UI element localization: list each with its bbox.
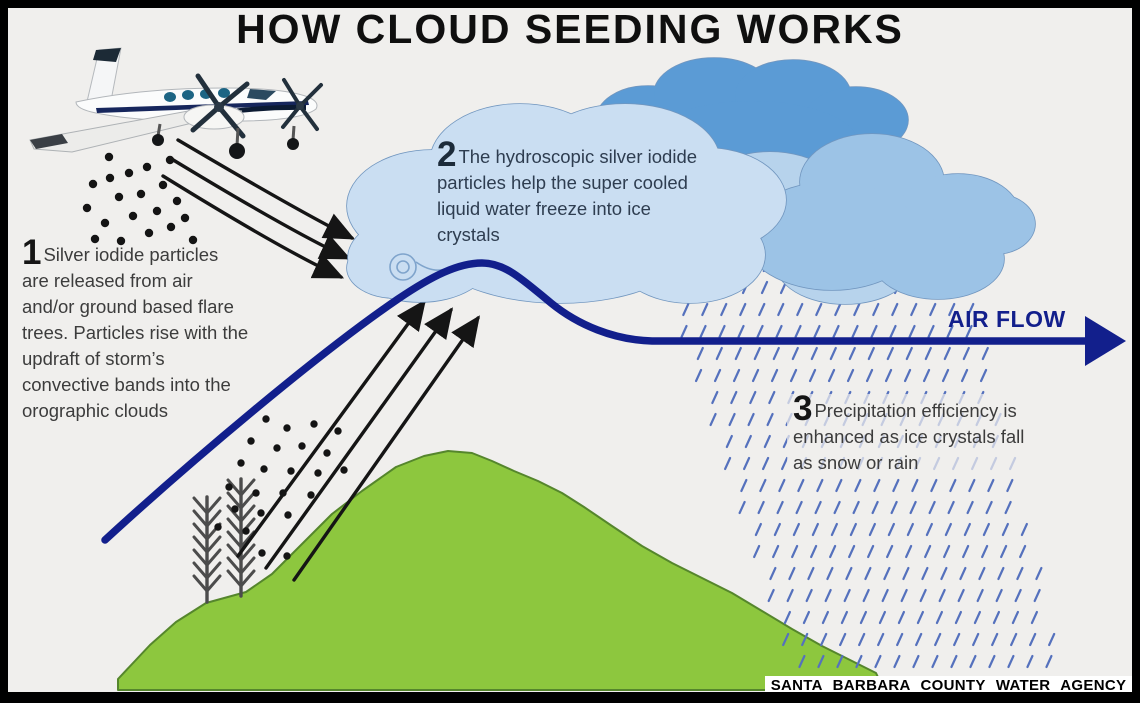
airborne-particles-icon [82, 152, 198, 246]
step-3-body: Precipitation efficiency is enhanced as … [793, 400, 1025, 473]
step-2-body: The hydroscopic silver iodide particles … [437, 146, 698, 245]
updraft-arrows-icon [236, 299, 480, 582]
ground-particles-icon [214, 415, 348, 560]
step-1-number: 1 [22, 233, 42, 272]
airplane-icon [29, 47, 323, 159]
orographic-cloud-icon [346, 103, 787, 304]
step-3-number: 3 [793, 389, 813, 428]
flare-trees-icon [192, 477, 256, 604]
agency-credit: SANTA BARBARA COUNTY WATER AGENCY [765, 676, 1132, 696]
airflow-arrow-icon [101, 259, 1126, 544]
step-2-number: 2 [437, 135, 457, 174]
page-title: HOW CLOUD SEEDING WORKS [236, 6, 904, 52]
mid-cloud-icon [743, 133, 1036, 300]
particle-release-arrows-icon [161, 138, 356, 279]
mountain-icon [117, 450, 885, 691]
airflow-label: AIR FLOW [948, 306, 1066, 332]
step-1-body: Silver iodide particles are released fro… [22, 244, 249, 421]
